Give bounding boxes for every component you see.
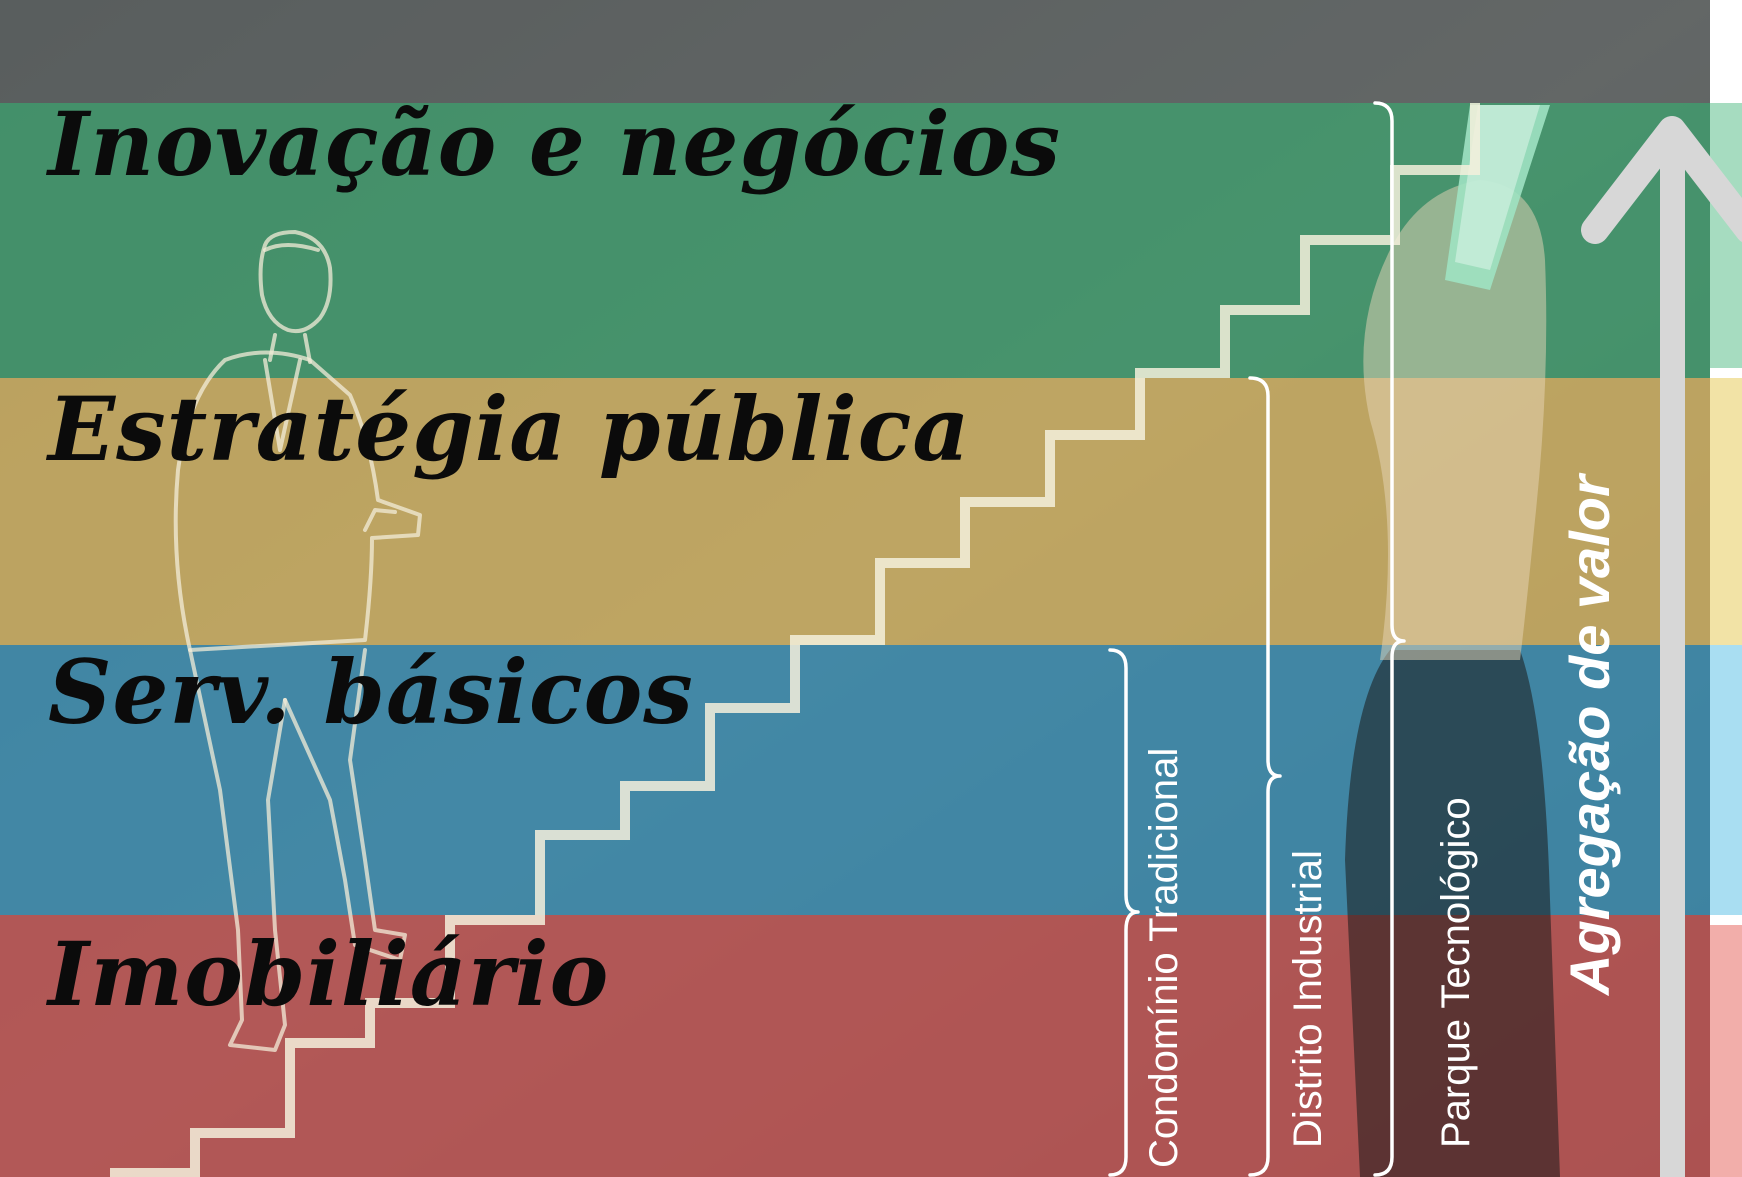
category-braces [1108, 101, 1406, 1177]
brace-condominio [1108, 648, 1140, 1177]
category-label-parque: Parque Tecnológico [1434, 797, 1478, 1148]
edge-strip-blue [1710, 645, 1742, 915]
layer-label-estrategia: Estratégia pública [48, 377, 971, 481]
category-label-condominio: Condomínio Tradicional [1142, 747, 1186, 1168]
edge-strip-yellow [1710, 378, 1742, 645]
category-label-distrito: Distrito Industrial [1286, 850, 1330, 1148]
chalk-staircase [110, 103, 1480, 1177]
layer-label-servicos: Serv. básicos [48, 640, 694, 744]
value-axis-label: Agregação de valor [1558, 475, 1621, 995]
chalk-man-sketch [173, 230, 422, 1052]
brace-parque [1373, 101, 1406, 1177]
board-top [0, 0, 1710, 103]
layer-label-imobiliario: Imobiliário [48, 922, 610, 1026]
hand-with-chalk-illustration [1345, 105, 1560, 1177]
brace-distrito [1248, 376, 1282, 1177]
layer-label-inovacao: Inovação e negócios [48, 92, 1061, 196]
edge-strip-red [1710, 925, 1742, 1177]
value-arrow [1581, 116, 1742, 1177]
